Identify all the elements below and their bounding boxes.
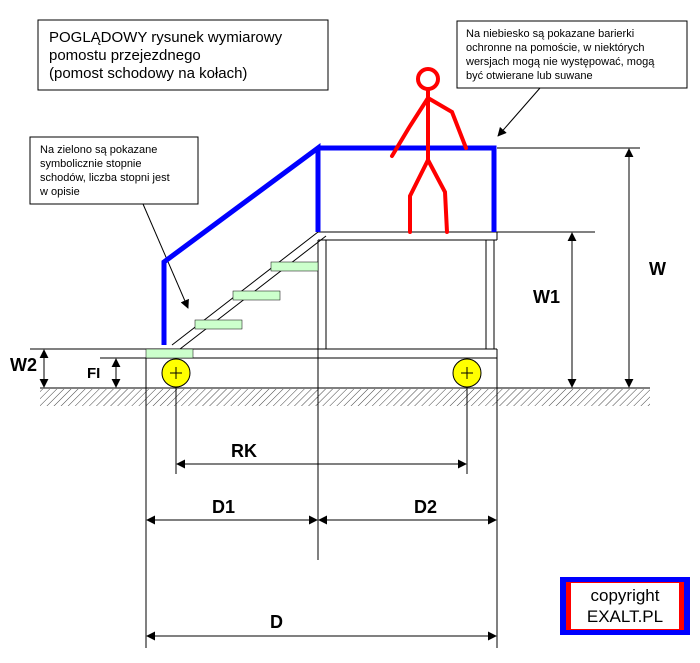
step-1 [194, 319, 243, 330]
note-blue-line-1: Na niebiesko są pokazane barierki [466, 28, 634, 40]
label-fi: FI [87, 365, 100, 382]
platform-structure [146, 231, 498, 359]
wheels [161, 358, 482, 388]
wheel-left [161, 358, 191, 388]
step-2 [232, 290, 281, 301]
copyright-line-1: copyright [591, 586, 660, 605]
step-0 [145, 348, 194, 359]
title-line-2: pomostu przejezdnego [49, 47, 201, 64]
note-blue-line-4: być otwierane lub suwane [466, 70, 593, 82]
copyright-line-2: EXALT.PL [587, 607, 663, 626]
title-line-3: (pomost schodowy na kołach) [49, 65, 247, 82]
dimension-lines [30, 147, 640, 648]
note-green-line-3: schodów, liczba stopni jest [40, 172, 170, 184]
copyright-box: copyright EXALT.PL [560, 577, 690, 635]
label-d: D [270, 612, 283, 632]
label-d2: D2 [414, 497, 437, 517]
ground [40, 387, 650, 406]
step-3 [270, 261, 319, 272]
note-blue-line-3: wersjach mogą nie występować, mogą [465, 56, 655, 68]
label-w2: W2 [10, 355, 37, 375]
note-green-line-2: symbolicznie stopnie [40, 158, 142, 170]
wheel-right [452, 358, 482, 388]
label-d1: D1 [212, 497, 235, 517]
note-green-steps: Na zielono są pokazane symbolicznie stop… [29, 136, 199, 309]
railing [161, 143, 497, 345]
note-blue-line-2: ochronne na pomoście, w niektórych [466, 42, 645, 54]
dimension-labels: W W1 W2 FI RK D1 D2 D [10, 259, 666, 632]
title-box: POGLĄDOWY rysunek wymiarowy pomostu prze… [37, 19, 329, 91]
title-line-1: POGLĄDOWY rysunek wymiarowy [49, 29, 283, 46]
person-figure [390, 67, 468, 234]
note-green-line-4: w opisie [39, 186, 80, 198]
label-w: W [649, 259, 666, 279]
stair-steps [145, 261, 319, 359]
label-w1: W1 [533, 287, 560, 307]
person-head [416, 67, 440, 91]
note-blue-railing: Na niebiesko są pokazane barierki ochron… [456, 20, 688, 137]
note-green-line-1: Na zielono są pokazane [40, 144, 157, 156]
label-rk: RK [231, 441, 257, 461]
